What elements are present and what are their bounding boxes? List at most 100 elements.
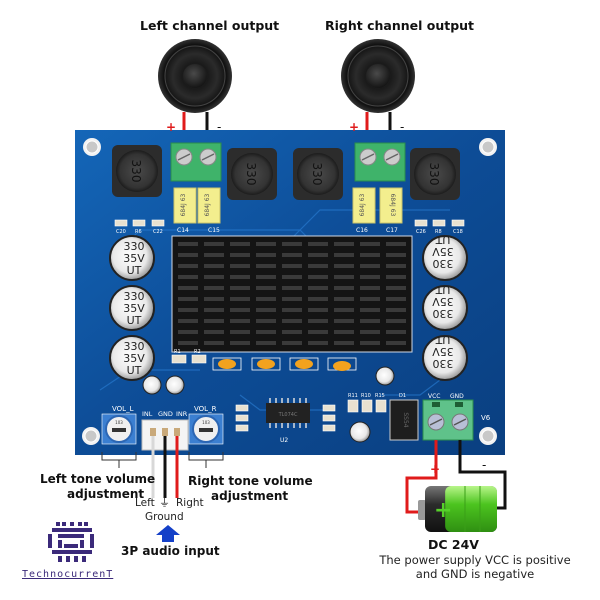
left-minus-mark: - — [217, 120, 222, 134]
svg-text:330: 330 — [310, 163, 324, 186]
heatsink-fin — [178, 319, 198, 323]
right-tone-label: Right tone volume adjustment — [188, 474, 358, 504]
left-tone-line1: Left tone volume — [40, 472, 156, 486]
power-note-line1: The power supply VCC is positive — [379, 553, 571, 567]
svg-text:330: 330 — [124, 240, 145, 253]
heatsink-fin — [178, 242, 198, 246]
heatsink-fin — [386, 242, 406, 246]
heatsink-fin — [178, 341, 198, 345]
svg-text:C17: C17 — [386, 227, 398, 234]
heatsink-fin — [256, 319, 276, 323]
input-arrow-icon — [156, 525, 180, 542]
technocurrent-logo-text[interactable]: TechnocurrenT — [22, 569, 114, 580]
svg-text:R1: R1 — [174, 349, 181, 355]
svg-text:C16: C16 — [356, 227, 368, 234]
heatsink-fin — [386, 319, 406, 323]
heatsink-fin — [308, 275, 328, 279]
right-channel-output-label: Right channel output — [325, 18, 475, 33]
heatsink-fin — [230, 330, 250, 334]
right-output-terminal[interactable] — [354, 142, 406, 182]
heatsink-fin — [204, 308, 224, 312]
svg-text:R8: R8 — [435, 229, 442, 235]
svg-text:R10: R10 — [361, 393, 371, 399]
heatsink-fin — [360, 319, 380, 323]
heatsink-fin — [334, 253, 354, 257]
heatsink-fin — [308, 297, 328, 301]
mounting-hole-top-left — [83, 138, 101, 156]
left-channel-output-label: Left channel output — [140, 18, 280, 33]
diode-d1: SS54 — [389, 399, 419, 441]
svg-text:330: 330 — [129, 160, 143, 183]
power-terminal[interactable] — [422, 399, 474, 441]
inductor-4: 330 — [410, 148, 460, 200]
heatsink-fin — [204, 242, 224, 246]
svg-text:GND: GND — [450, 393, 464, 400]
left-speaker — [158, 39, 232, 113]
inductor-2: 330 — [227, 148, 277, 200]
svg-text:INR: INR — [176, 410, 188, 418]
right-speaker — [341, 39, 415, 113]
svg-text:330: 330 — [433, 357, 454, 370]
heatsink-fin — [204, 253, 224, 257]
svg-text:VOL_R: VOL_R — [194, 405, 217, 413]
heatsink-fin — [282, 253, 302, 257]
heatsink-fin — [256, 264, 276, 268]
power-negative-wire — [458, 440, 507, 510]
svg-text:684J 63: 684J 63 — [359, 193, 366, 216]
heatsink-fin — [282, 308, 302, 312]
svg-text:GND: GND — [158, 410, 173, 418]
inductor-3: 330 — [293, 148, 343, 200]
heatsink-fin — [308, 242, 328, 246]
heatsink-fin — [334, 319, 354, 323]
heatsink-fin — [334, 330, 354, 334]
heatsink-fin — [282, 264, 302, 268]
vol-r-pot[interactable]: 103 — [188, 413, 224, 445]
heatsink-fin — [204, 297, 224, 301]
mounting-hole-bottom-right — [479, 427, 497, 445]
left-speaker-dome — [183, 64, 207, 88]
svg-text:330: 330 — [427, 163, 441, 186]
heatsink-fin — [334, 286, 354, 290]
svg-text:684J 63: 684J 63 — [180, 193, 187, 216]
vol-l-pot[interactable]: 103 — [101, 413, 137, 445]
audio-input-label: 3P audio input — [121, 544, 220, 558]
left-output-terminal[interactable] — [170, 142, 222, 182]
right-tone-bracket — [188, 452, 224, 468]
heatsink-fin — [308, 286, 328, 290]
left-tone-label: Left tone volume adjustment — [34, 472, 204, 502]
heatsink-fin — [360, 330, 380, 334]
heatsink-fin — [256, 341, 276, 345]
svg-text:330: 330 — [433, 257, 454, 270]
svg-text:UT: UT — [127, 314, 142, 327]
heatsink-fin — [386, 341, 406, 345]
svg-text:C20: C20 — [116, 229, 126, 235]
heatsink-fin — [230, 275, 250, 279]
heatsink-fin — [360, 286, 380, 290]
mounting-hole-top-right — [479, 138, 497, 156]
svg-text:R2: R2 — [194, 349, 201, 355]
heatsink-fin — [230, 286, 250, 290]
film-cap-c16: 684J 63 — [352, 187, 376, 224]
svg-text:C22: C22 — [153, 229, 163, 235]
heatsink-fin — [178, 330, 198, 334]
heatsink-fin — [308, 308, 328, 312]
svg-text:U2: U2 — [280, 437, 288, 444]
svg-text:35V: 35V — [432, 295, 454, 308]
heatsink-fin — [334, 308, 354, 312]
heatsink-fin — [360, 253, 380, 257]
heatsink-fin — [230, 253, 250, 257]
heatsink-fin — [386, 308, 406, 312]
heatsink-fin — [230, 341, 250, 345]
right-tone-line2: adjustment — [211, 489, 289, 503]
heatsink-fin — [282, 275, 302, 279]
right-tone-line1: Right tone volume — [188, 474, 313, 488]
heatsink-fin — [178, 253, 198, 257]
heatsink-fin — [334, 264, 354, 268]
svg-text:VCC: VCC — [428, 393, 440, 400]
heatsink-fin — [334, 341, 354, 345]
heatsink-fin — [230, 308, 250, 312]
